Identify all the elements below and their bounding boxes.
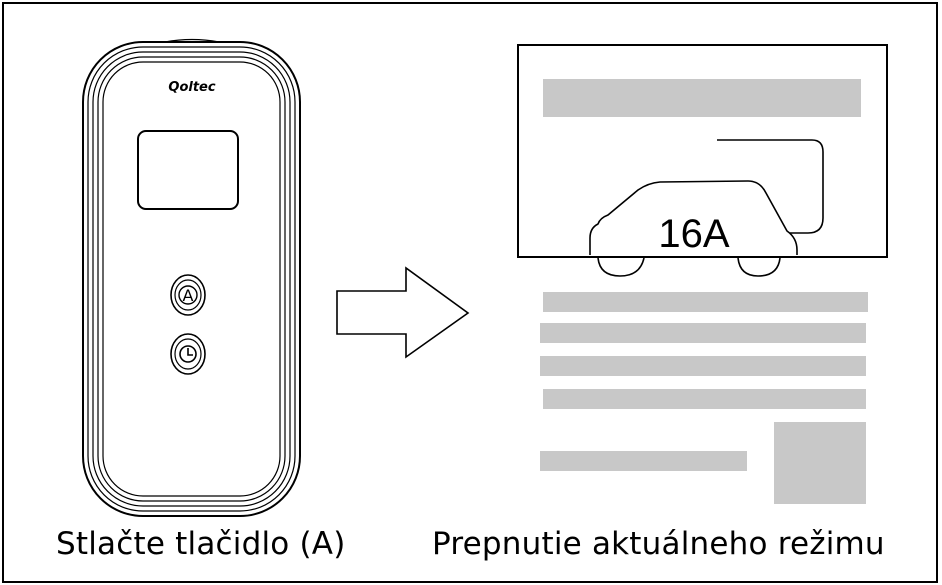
text-line [543,389,866,409]
button-a-label: A [183,286,194,305]
text-line [540,451,747,471]
car-icon [589,180,798,277]
button-a[interactable]: A [170,274,206,316]
brand-logo: Qoltec [168,80,215,95]
current-value: 16A [658,212,729,256]
text-line [543,292,868,312]
caption-switch-mode: Prepnutie aktuálneho režimu [432,526,885,562]
right-arrow-icon [336,266,470,359]
charging-cable [717,139,824,234]
timer-button[interactable] [170,333,206,375]
text-line [540,323,866,343]
text-line [540,356,866,376]
image-placeholder [774,422,866,504]
caption-press-button: Stlačte tlačidlo (A) [56,526,346,562]
clock-icon [179,345,197,363]
device-screen [137,130,239,210]
charger-device [82,38,301,517]
display-header-bar [543,79,861,117]
